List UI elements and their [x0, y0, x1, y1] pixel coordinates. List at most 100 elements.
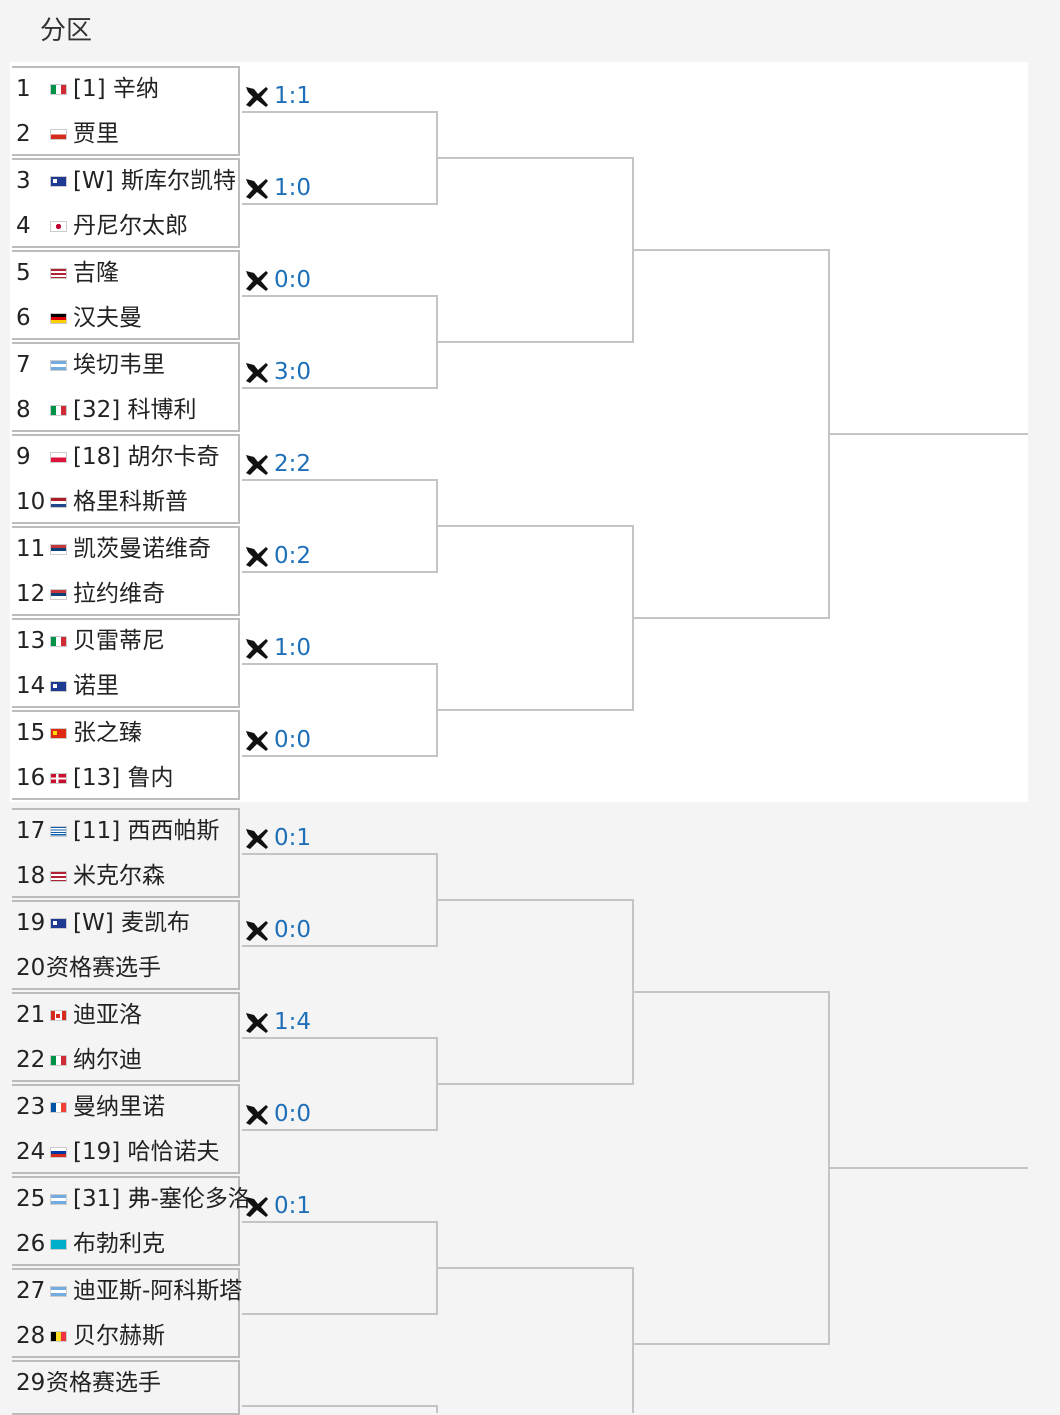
- bracket-line: [828, 991, 830, 1345]
- bracket-line: [438, 899, 634, 901]
- score-text: 1:0: [274, 635, 312, 661]
- match-slot[interactable]: [12, 526, 240, 616]
- player-name: [13] 鲁内: [73, 765, 174, 791]
- bracket-line: [242, 387, 438, 389]
- player-number: 2: [16, 121, 31, 147]
- flag-emblem: [53, 684, 57, 688]
- score-text: 0:0: [274, 727, 312, 753]
- match-score[interactable]: 0:0: [244, 915, 311, 945]
- player-row[interactable]: 29资格赛选手: [12, 1365, 161, 1401]
- match-score[interactable]: 1:4: [244, 1007, 311, 1037]
- match-slot[interactable]: [12, 434, 240, 524]
- flag-emblem: [53, 921, 57, 925]
- match-slot[interactable]: [12, 66, 240, 156]
- match-score[interactable]: 0:2: [244, 541, 311, 571]
- bracket-line: [242, 1313, 438, 1315]
- player-number: 3: [16, 168, 31, 194]
- russia-flag-icon: [50, 1147, 67, 1158]
- crossed-rackets-icon: [246, 920, 268, 941]
- player-name: 拉约维奇: [73, 581, 165, 607]
- score-text: 2:2: [274, 451, 312, 477]
- match-slot[interactable]: [12, 1084, 240, 1174]
- player-name: [W] 斯库尔凯特: [73, 168, 236, 194]
- player-row[interactable]: 25[31] 弗-塞伦多洛: [12, 1181, 251, 1217]
- player-row[interactable]: 1[1] 辛纳: [12, 71, 159, 107]
- match-slot[interactable]: [12, 808, 240, 898]
- match-score[interactable]: 1:1: [244, 81, 311, 111]
- usa-flag-icon: [50, 268, 67, 279]
- player-name: 格里科斯普: [73, 489, 188, 515]
- crossed-rackets-icon: [246, 178, 268, 199]
- match-slot[interactable]: [12, 1176, 240, 1266]
- player-row[interactable]: 3 [W] 斯库尔凯特: [12, 163, 236, 199]
- match-score[interactable]: 0:0: [244, 265, 311, 295]
- bracket-line: [634, 617, 830, 619]
- player-row[interactable]: 13 贝雷蒂尼: [12, 623, 165, 659]
- argentina-flag-icon: [50, 1286, 67, 1297]
- player-name: 迪亚洛: [73, 1002, 142, 1028]
- player-row[interactable]: 24[19] 哈恰诺夫: [12, 1134, 220, 1170]
- match-score[interactable]: 1:0: [244, 633, 311, 663]
- player-row[interactable]: 16[13] 鲁内: [12, 760, 174, 796]
- match-score[interactable]: 0:0: [244, 1099, 311, 1129]
- crossed-rackets-icon: [246, 1196, 268, 1217]
- match-slot[interactable]: [12, 250, 240, 340]
- bracket-line: [634, 249, 830, 251]
- match-slot[interactable]: [12, 618, 240, 708]
- poland-flag-icon: [50, 452, 67, 463]
- match-score[interactable]: 1:0: [244, 173, 311, 203]
- match-slot[interactable]: [12, 710, 240, 800]
- bracket-line: [436, 111, 438, 205]
- crossed-rackets-icon: [246, 546, 268, 567]
- player-name: 埃切韦里: [73, 352, 165, 378]
- crossed-rackets-icon: [246, 828, 268, 849]
- player-row[interactable]: 20资格赛选手: [12, 950, 161, 986]
- player-name: 贝雷蒂尼: [73, 628, 165, 654]
- match-slot[interactable]: [12, 992, 240, 1082]
- match-score[interactable]: 0:0: [244, 725, 311, 755]
- page-title: 分区: [40, 16, 93, 46]
- player-row[interactable]: 19[W] 麦凯布: [12, 905, 190, 941]
- player-name: 丹尼尔太郎: [73, 213, 188, 239]
- match-score[interactable]: 2:2: [244, 449, 311, 479]
- australia-flag-icon: [50, 176, 67, 187]
- player-row[interactable]: 9[18] 胡尔卡奇: [12, 439, 220, 475]
- bracket-line: [242, 1129, 438, 1131]
- bracket-line: [438, 1083, 634, 1085]
- match-score[interactable]: 0:1: [244, 823, 311, 853]
- uk-flag-icon: [50, 681, 67, 692]
- match-score[interactable]: 3:0: [244, 357, 311, 387]
- china-flag-icon: [50, 728, 67, 739]
- player-name: 吉隆: [73, 260, 119, 286]
- italy-flag-icon: [50, 84, 67, 95]
- match-slot[interactable]: [12, 1268, 240, 1358]
- score-text: 0:1: [274, 825, 312, 851]
- match-slot[interactable]: [12, 158, 240, 248]
- player-number: 13: [16, 628, 46, 654]
- match-slot[interactable]: [12, 342, 240, 432]
- match-score[interactable]: 0:1: [244, 1191, 311, 1221]
- bracket-line: [632, 899, 634, 1085]
- player-row[interactable]: 17[11] 西西帕斯: [12, 813, 220, 849]
- player-number: 26: [16, 1231, 46, 1257]
- player-number: 27: [16, 1278, 46, 1304]
- player-row[interactable]: 8[32] 科博利: [12, 392, 197, 428]
- match-slot[interactable]: [12, 900, 240, 990]
